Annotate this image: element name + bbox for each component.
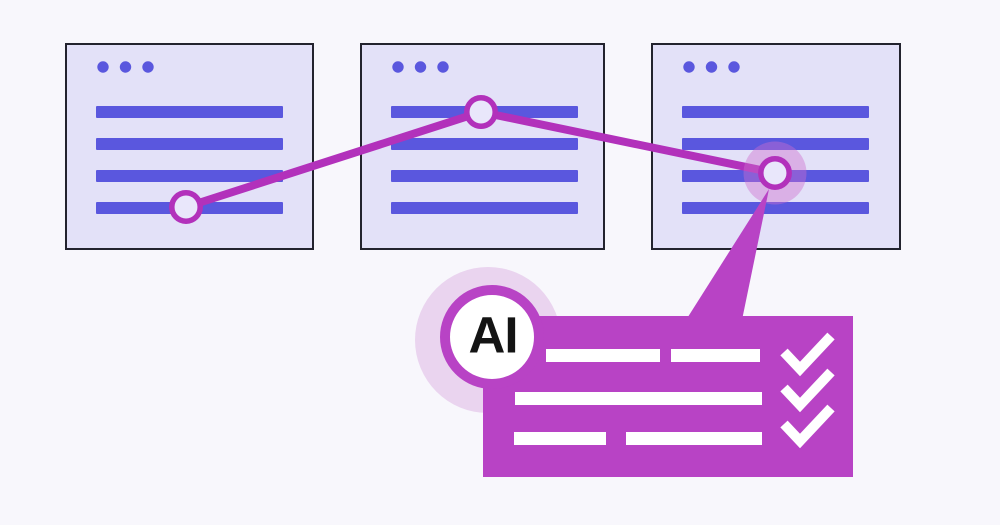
text-line [682, 138, 869, 150]
window-dot [392, 61, 404, 73]
ai-result-panel [483, 316, 853, 477]
ai-badge-label: AI [469, 307, 518, 364]
data-point-node-3 [758, 156, 792, 190]
document-card-2 [360, 43, 605, 250]
text-line [682, 106, 869, 118]
document-card-3 [651, 43, 901, 250]
window-dot [97, 61, 109, 73]
result-line [515, 392, 762, 405]
ai-badge-circle [440, 285, 544, 389]
result-row-2 [515, 392, 762, 405]
ai-badge: AI [440, 285, 544, 389]
result-line [671, 349, 760, 362]
text-line [391, 170, 578, 182]
window-dots-icon [683, 61, 740, 73]
checkmark-icon [780, 404, 835, 449]
text-line [682, 202, 869, 214]
window-dot [119, 61, 132, 73]
result-row-3 [514, 432, 762, 445]
window-dot [142, 61, 154, 73]
result-row-1 [546, 349, 760, 362]
window-dot [683, 61, 695, 73]
window-dot [705, 61, 718, 73]
result-line [514, 432, 606, 445]
data-point-node-1 [169, 190, 203, 224]
text-line [96, 106, 283, 118]
text-line-placeholders [682, 106, 869, 214]
window-dots-icon [392, 61, 449, 73]
checkmark-icon [780, 368, 835, 413]
window-dots-icon [97, 61, 154, 73]
result-line [546, 349, 660, 362]
text-line [96, 170, 283, 182]
callout-pointer [686, 189, 769, 320]
window-dot [414, 61, 427, 73]
text-line [391, 202, 578, 214]
text-line [391, 138, 578, 150]
window-dot [728, 61, 740, 73]
data-point-node-2 [464, 95, 498, 129]
text-line [96, 138, 283, 150]
text-line-placeholders [391, 106, 578, 214]
checkmark-icon [780, 332, 835, 377]
result-line [626, 432, 762, 445]
window-dot [437, 61, 449, 73]
